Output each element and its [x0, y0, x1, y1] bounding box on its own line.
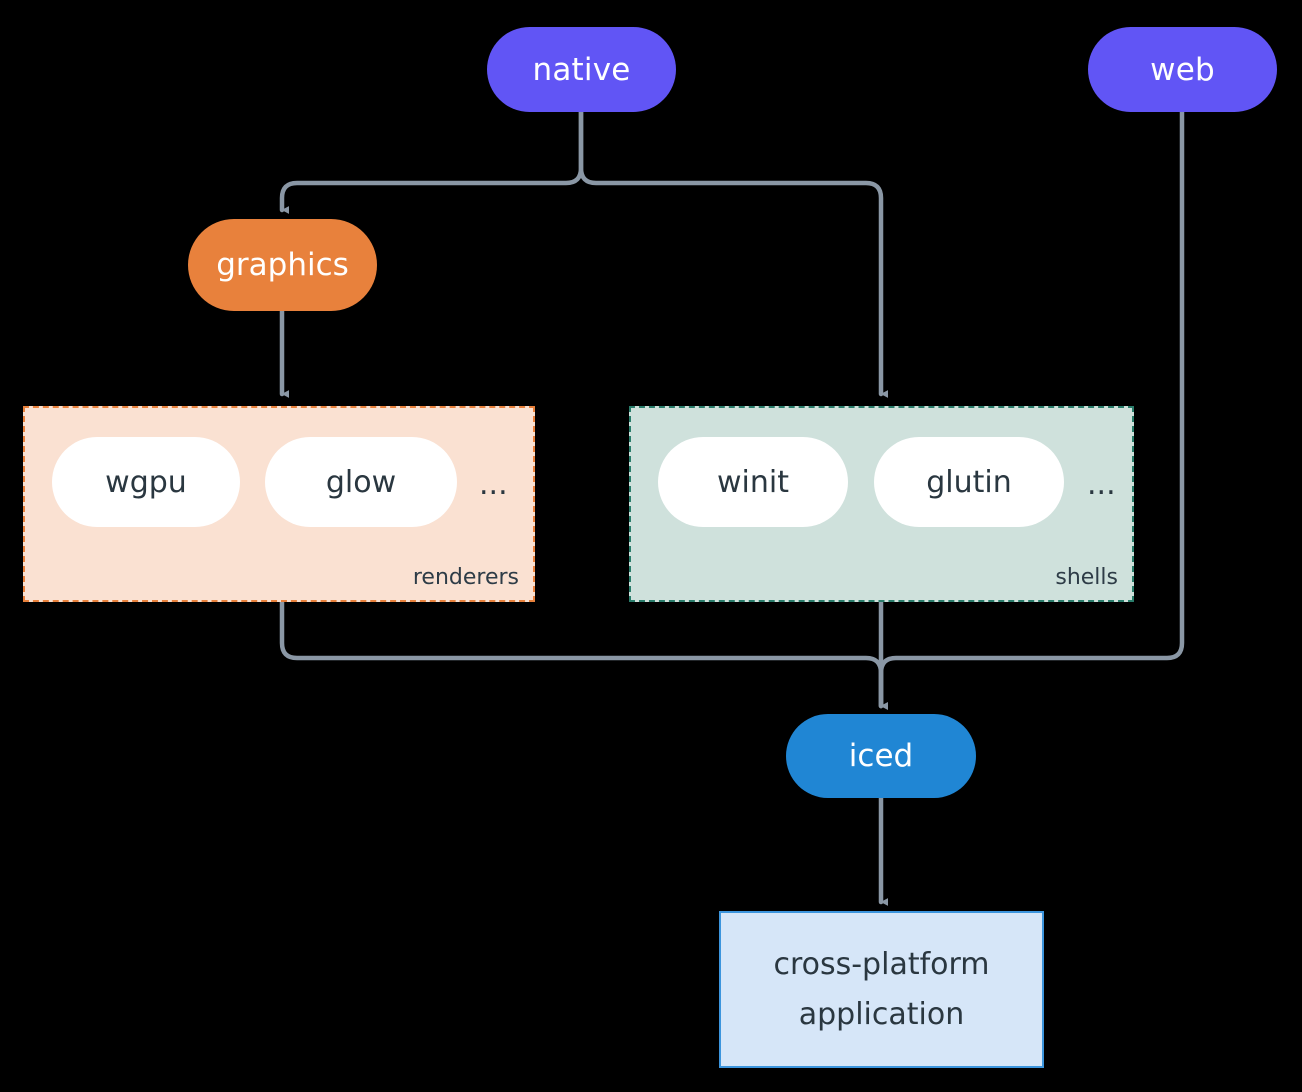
edge-renderers-iced	[279, 599, 889, 710]
leaf-pill-glow[interactable]: glow	[265, 437, 457, 527]
leaf-pill-glutin-label: glutin	[926, 464, 1012, 500]
leaf-pill-wgpu[interactable]: wgpu	[52, 437, 240, 527]
shells-overflow-ellipsis: ...	[1087, 467, 1116, 502]
application-label-line2: application	[798, 996, 965, 1032]
leaf-pill-winit[interactable]: winit	[658, 437, 848, 527]
leaf-pill-winit-label: winit	[717, 464, 789, 500]
node-native-label: native	[532, 51, 631, 88]
node-web-label: web	[1150, 51, 1215, 88]
application-label-line1: cross-platform	[773, 947, 990, 982]
leaf-pill-glow-label: glow	[325, 464, 397, 500]
cluster-shells-label: shells	[1055, 565, 1118, 590]
node-native[interactable]: native	[487, 27, 676, 112]
leaf-pill-wgpu-label: wgpu	[105, 464, 187, 500]
leaf-pill-glutin[interactable]: glutin	[874, 437, 1064, 527]
cluster-renderers-label: renderers	[412, 565, 519, 590]
node-cross-platform-application[interactable]: cross-platform application	[719, 911, 1044, 1068]
node-graphics-label: graphics	[216, 247, 349, 283]
edge-native-bus	[279, 109, 584, 214]
node-web[interactable]: web	[1088, 27, 1277, 112]
cluster-renderers: wgpu glow ... renderers	[23, 406, 535, 602]
cluster-shells: winit glutin ... shells	[629, 406, 1134, 602]
node-iced-label: iced	[848, 738, 914, 774]
renderers-overflow-ellipsis: ...	[479, 467, 508, 502]
edge-native-shells	[578, 109, 889, 398]
node-iced[interactable]: iced	[786, 714, 976, 798]
node-graphics[interactable]: graphics	[188, 219, 377, 311]
